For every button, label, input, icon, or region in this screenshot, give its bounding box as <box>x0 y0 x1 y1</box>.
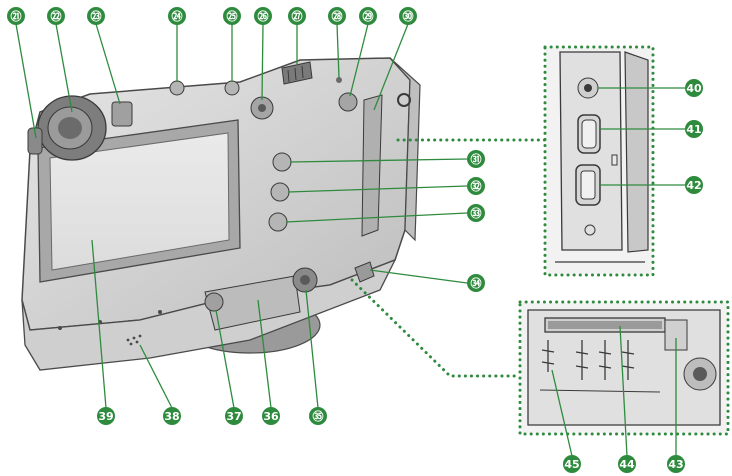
svg-text:㉖: ㉖ <box>258 9 269 23</box>
card-slot-cover <box>354 261 375 283</box>
callout-34: ㉞ <box>467 274 485 292</box>
svg-text:44: 44 <box>619 458 635 471</box>
battery-chamber-cover <box>204 275 301 331</box>
svg-text:㉗: ㉗ <box>292 9 303 23</box>
svg-text:㉒: ㉒ <box>51 9 62 23</box>
svg-text:38: 38 <box>164 410 179 423</box>
svg-text:㉓: ㉓ <box>91 9 102 23</box>
callout-28: ㉘ <box>328 7 346 25</box>
svg-text:37: 37 <box>226 410 241 423</box>
card-slot-inset <box>521 303 727 433</box>
callout-37: 37 <box>225 407 243 425</box>
callout-24: ㉔ <box>168 7 186 25</box>
strap-eyelet <box>397 93 411 107</box>
callout-44: 44 <box>618 455 636 473</box>
svg-text:40: 40 <box>686 82 702 95</box>
callout-38: 38 <box>163 407 181 425</box>
svg-text:45: 45 <box>564 458 579 471</box>
play-button <box>272 152 292 172</box>
indicator-lamp <box>336 77 342 83</box>
drive-button <box>270 182 290 202</box>
callout-33: ㉝ <box>467 204 485 222</box>
connector-inset-frame <box>543 45 655 277</box>
svg-text:㉜: ㉜ <box>471 179 482 193</box>
svg-text:㉕: ㉕ <box>227 9 238 23</box>
callout-45: 45 <box>563 455 581 473</box>
connector-cover <box>361 94 383 237</box>
callout-32: ㉜ <box>467 177 485 195</box>
callout-27: ㉗ <box>288 7 306 25</box>
svg-text:42: 42 <box>686 179 701 192</box>
callout-39: 39 <box>97 407 115 425</box>
callout-31: ㉛ <box>467 150 485 168</box>
callout-43: 43 <box>667 455 685 473</box>
callout-30: ㉚ <box>399 7 417 25</box>
callout-26: ㉖ <box>254 7 272 25</box>
af-l-button <box>224 80 240 96</box>
callout-41: 41 <box>685 120 703 138</box>
battery-contacts <box>541 340 635 380</box>
lcd-monitor <box>37 119 241 283</box>
callout-23: ㉓ <box>87 7 105 25</box>
callout-22: ㉒ <box>47 7 65 25</box>
svg-text:㉙: ㉙ <box>363 9 374 23</box>
callout-36: 36 <box>262 407 280 425</box>
connector-inset <box>546 48 652 274</box>
svg-text:39: 39 <box>98 410 113 423</box>
viewfinder-eyecup <box>37 95 107 161</box>
svg-text:㉚: ㉚ <box>403 9 414 23</box>
battery-latch <box>204 292 224 312</box>
svg-text:㉟: ㉟ <box>313 409 324 423</box>
svg-text:㉔: ㉔ <box>172 9 183 23</box>
svg-text:㉛: ㉛ <box>471 152 482 166</box>
svg-text:43: 43 <box>668 458 683 471</box>
callout-25: ㉕ <box>223 7 241 25</box>
diopter-knob <box>27 127 43 155</box>
svg-text:㉝: ㉝ <box>471 206 482 220</box>
callout-40: 40 <box>685 79 703 97</box>
callout-35: ㉟ <box>309 407 327 425</box>
svg-text:㉑: ㉑ <box>11 9 22 23</box>
callout-29: ㉙ <box>359 7 377 25</box>
speaker <box>126 334 142 346</box>
leader-lines <box>15 23 686 457</box>
bottom-plate <box>21 258 397 371</box>
svg-text:36: 36 <box>263 410 279 423</box>
svg-text:㉘: ㉘ <box>332 9 343 23</box>
svg-text:41: 41 <box>686 123 701 136</box>
q-button <box>338 92 358 112</box>
callout-21: ㉑ <box>7 7 25 25</box>
card-slot-inset-frame <box>518 300 730 436</box>
callout-42: 42 <box>685 176 703 194</box>
ae-l-button <box>169 80 185 96</box>
inset-link-card-slot <box>350 278 522 378</box>
svg-text:㉞: ㉞ <box>471 276 482 290</box>
rear-command-dial <box>281 61 313 85</box>
eye-sensor <box>111 101 133 127</box>
menu-ok-button <box>268 212 288 232</box>
